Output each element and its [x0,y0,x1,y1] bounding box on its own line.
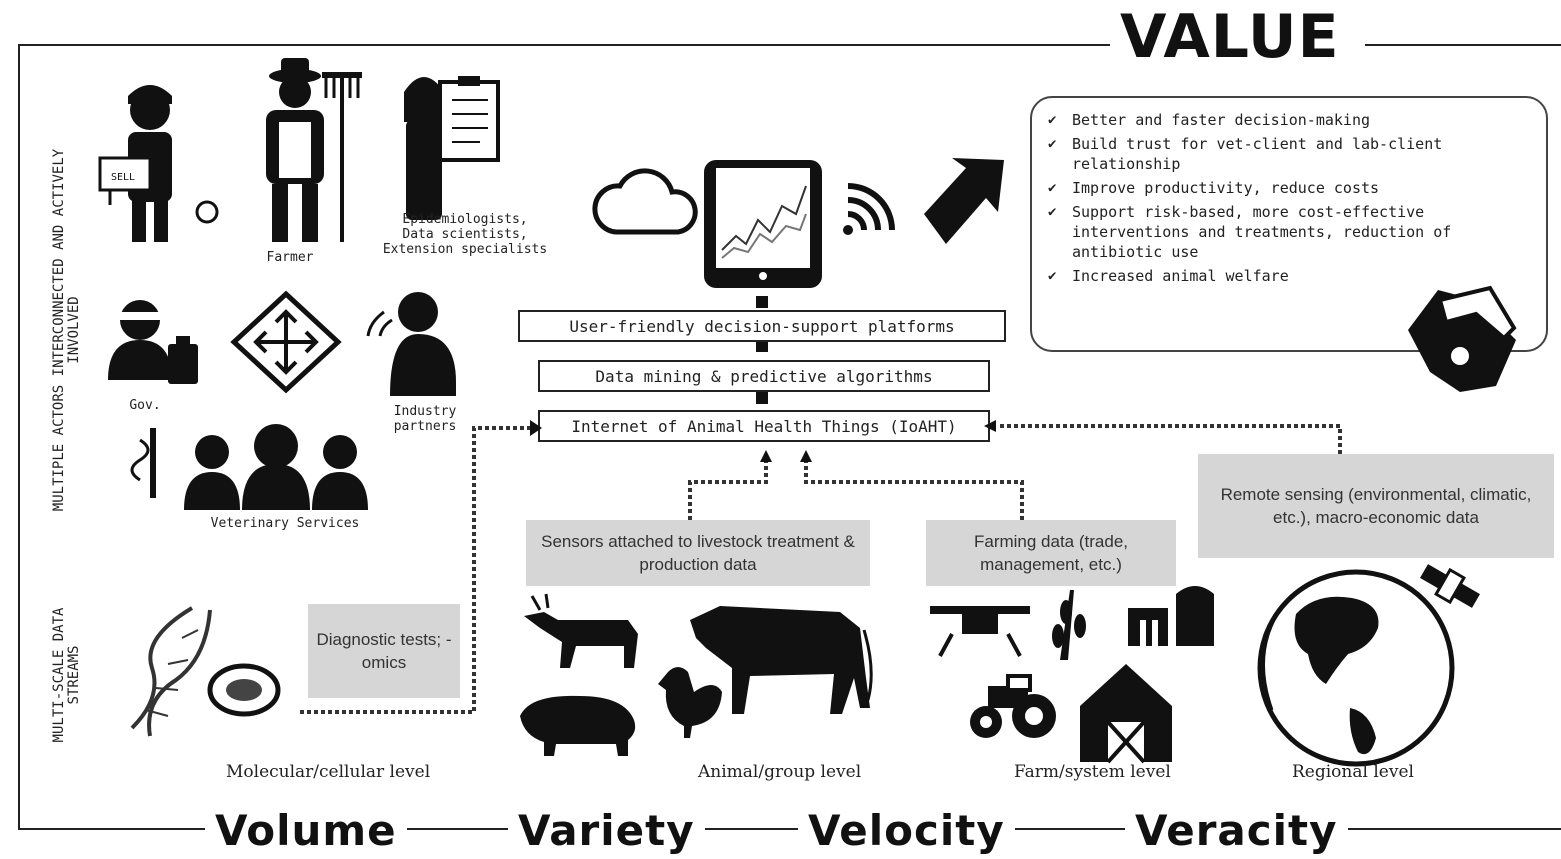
cell-icon [207,663,281,717]
frame-bottom [18,828,1561,830]
gov-label: Gov. [129,398,161,413]
industry-partner-icon [366,292,456,396]
frame-top-right [1365,44,1561,46]
chicken-icon [658,667,722,738]
silo-icon [1128,586,1214,646]
drone-icon [930,606,1030,657]
check-icon: ✔ [1048,112,1057,128]
value-item: ✔Better and faster decision-making [1048,111,1371,129]
globe-icon [1257,569,1455,767]
frame-top-left [18,44,1118,46]
farmer-icon [266,58,362,242]
label-velocity: Velocity [798,806,1015,856]
farming-box: Farming data (trade, management, etc.) [926,520,1176,586]
label-veracity: Veracity [1125,806,1348,856]
value-item: ✔Support risk-based, more cost-effective… [1048,203,1452,261]
check-icon: ✔ [1048,180,1057,196]
mining-box: Data mining & predictive algorithms [538,360,990,392]
label-variety: Variety [508,806,705,856]
platform-box: User-friendly decision-support platforms [518,310,1006,342]
value-item: ✔Build trust for vet-client and lab-clie… [1048,135,1443,173]
satellite-icon [1420,564,1480,608]
cloud-icon [592,168,698,235]
molecular-level-label: Molecular/cellular level [226,762,431,782]
epi-label: Epidemiologists,Data scientists,Extensio… [382,212,548,257]
diagnostic-box: Diagnostic tests; -omics [308,604,460,698]
diamond-arrows-icon [230,290,342,394]
pig-icon [520,695,636,756]
wheat-icon [1052,590,1086,660]
epidemiologist-icon [404,76,500,220]
value-benefits-box: ✔Better and faster decision-making ✔Buil… [1030,96,1548,352]
arrow-icon [924,158,1004,244]
remote-sensing-box: Remote sensing (environmental, climatic,… [1198,454,1554,558]
check-icon: ✔ [1048,136,1057,152]
frame-left [18,44,20,828]
check-icon: ✔ [1048,204,1057,220]
animal-level-label: Animal/group level [698,762,862,782]
tablet-chart-icon [704,160,822,288]
woman-sign-icon [98,85,219,242]
sensors-box: Sensors attached to livestock treatment … [526,520,870,586]
gov-official-icon [108,300,198,384]
value-title: VALUE [1110,4,1350,70]
check-icon: ✔ [1048,268,1057,284]
label-volume: Volume [205,806,407,856]
wifi-icon [843,183,895,235]
regional-level-label: Regional level [1292,762,1414,782]
vet-group-icon [130,424,368,510]
value-item: ✔Improve productivity, reduce costs [1048,179,1380,197]
vet-label: Veterinary Services [210,516,360,531]
barn-icon [1080,664,1172,764]
value-item: ✔Increased animal welfare [1048,267,1289,285]
goat-icon [524,593,638,668]
ioaht-box: Internet of Animal Health Things (IoAHT) [538,410,990,442]
farm-level-label: Farm/system level [1014,762,1171,782]
dna-icon [130,606,212,737]
cow-icon [690,606,873,714]
tractor-icon [970,674,1056,738]
sign-text: SELL [111,172,135,183]
farmer-label: Farmer [266,250,314,265]
